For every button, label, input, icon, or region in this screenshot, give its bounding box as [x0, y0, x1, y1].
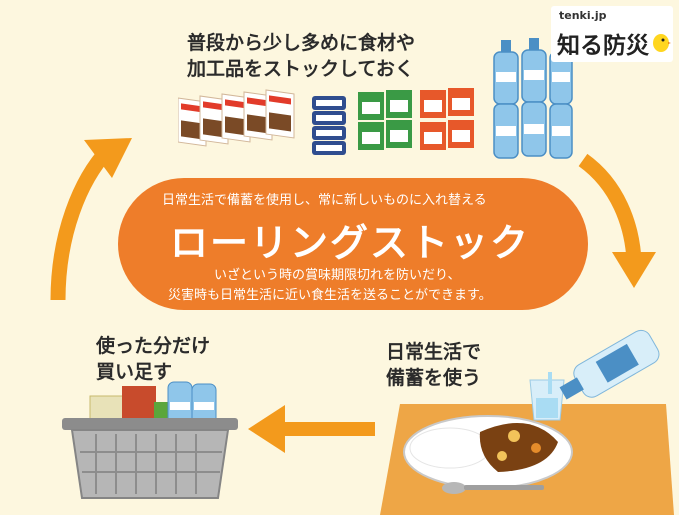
banner-lead-text: 日常生活で備蓄を使用し、常に新しいものに入れ替える: [162, 193, 487, 208]
right-caption: 日常生活で 備蓄を使う: [386, 339, 481, 391]
cup-ramen-icon: [358, 88, 474, 150]
water-bottle-icon: [493, 38, 573, 159]
bird-mascot-icon: [653, 34, 671, 52]
curry-box-icon: [178, 89, 295, 147]
drinking-glass-icon: [529, 379, 565, 421]
arrow-up-left-icon: [50, 138, 132, 301]
pouring-bottle-icon: [548, 329, 660, 400]
rolling-stock-banner: 日常生活で備蓄を使用し、常に新しいものに入れ替える ローリングストック いざとい…: [118, 178, 588, 310]
banner-note-line-2: 災害時も日常生活に近い食生活を送ることができます。: [168, 288, 492, 303]
curry-meal-scene: [380, 329, 674, 515]
arrow-left-icon: [248, 405, 375, 453]
top-caption-line-1: 普段から少し多めに食材や: [187, 32, 416, 54]
logo-title: 知る防災: [557, 33, 649, 59]
curry-plate-icon: [403, 415, 573, 489]
canned-food-icon: [312, 96, 346, 155]
banner-title: ローリングストック: [170, 221, 531, 265]
left-caption: 使った分だけ 買い足す: [96, 333, 210, 385]
shopping-basket-icon: [62, 381, 238, 499]
logo-brand: tenki.jp: [559, 9, 607, 22]
right-caption-line-2: 備蓄を使う: [386, 367, 482, 389]
tenki-logo: tenki.jp 知る防災: [551, 6, 673, 62]
left-caption-line-2: 買い足す: [96, 361, 173, 383]
stock-items-illustration: [178, 88, 474, 155]
left-caption-line-1: 使った分だけ: [96, 335, 211, 357]
spoon-icon: [442, 482, 544, 494]
right-caption-line-1: 日常生活で: [386, 341, 482, 363]
banner-note-line-1: いざという時の賞味期限切れを防いだり、: [214, 268, 461, 283]
top-caption: 普段から少し多めに食材や 加工品をストックしておく: [187, 30, 415, 82]
arrow-down-right-icon: [578, 153, 656, 288]
top-caption-line-2: 加工品をストックしておく: [187, 58, 414, 80]
